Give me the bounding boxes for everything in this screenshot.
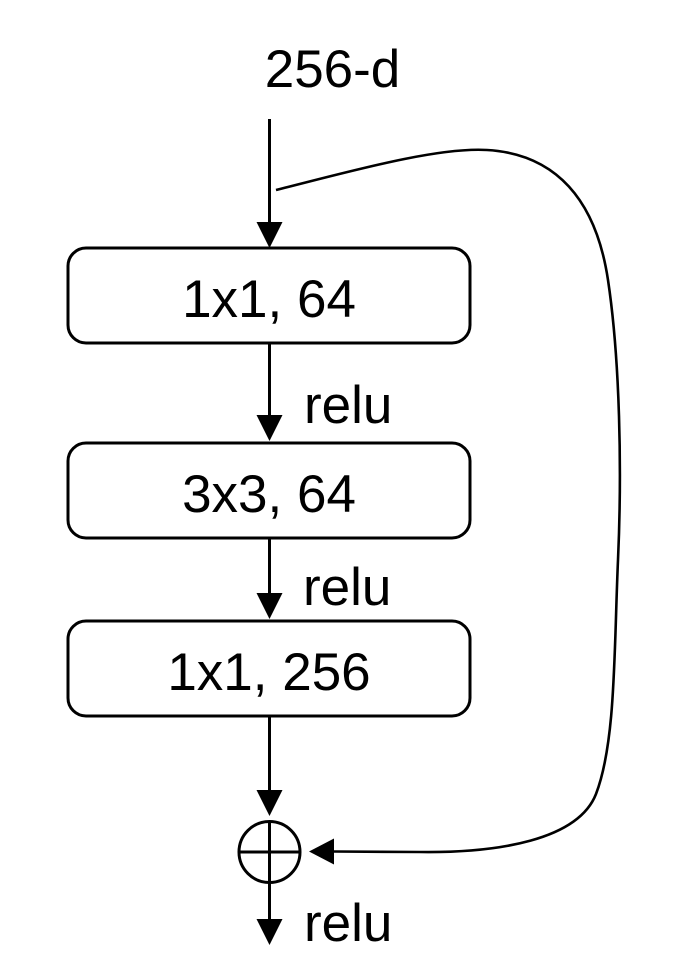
input-dimension-label: 256-d	[265, 40, 401, 99]
arrowhead-icon	[256, 415, 283, 441]
conv-box-2-label: 3x3, 64	[182, 465, 356, 524]
skip-connection-arrow	[275, 148, 622, 865]
flow-arrow-output	[256, 882, 283, 945]
flow-arrow-input	[256, 119, 283, 248]
flow-arrow-conv1-conv2	[256, 343, 283, 441]
circled-plus-icon	[237, 820, 302, 884]
conv-box-1-label: 1x1, 64	[182, 270, 356, 329]
skip-connection-path	[275, 148, 622, 854]
arrowhead-icon	[256, 593, 283, 619]
relu-label-after-conv1: relu	[304, 376, 392, 435]
arrowhead-icon	[256, 222, 283, 248]
relu-label-after-addition: relu	[304, 894, 392, 953]
conv-box-3-label: 1x1, 256	[167, 643, 370, 702]
arrowhead-icon	[256, 919, 283, 945]
flow-arrow-conv3-add	[256, 716, 283, 816]
relu-label-after-conv2: relu	[303, 558, 391, 617]
skip-arrowhead-icon	[309, 838, 334, 865]
arrowhead-icon	[256, 790, 283, 816]
flow-arrow-conv2-conv3	[256, 538, 283, 619]
